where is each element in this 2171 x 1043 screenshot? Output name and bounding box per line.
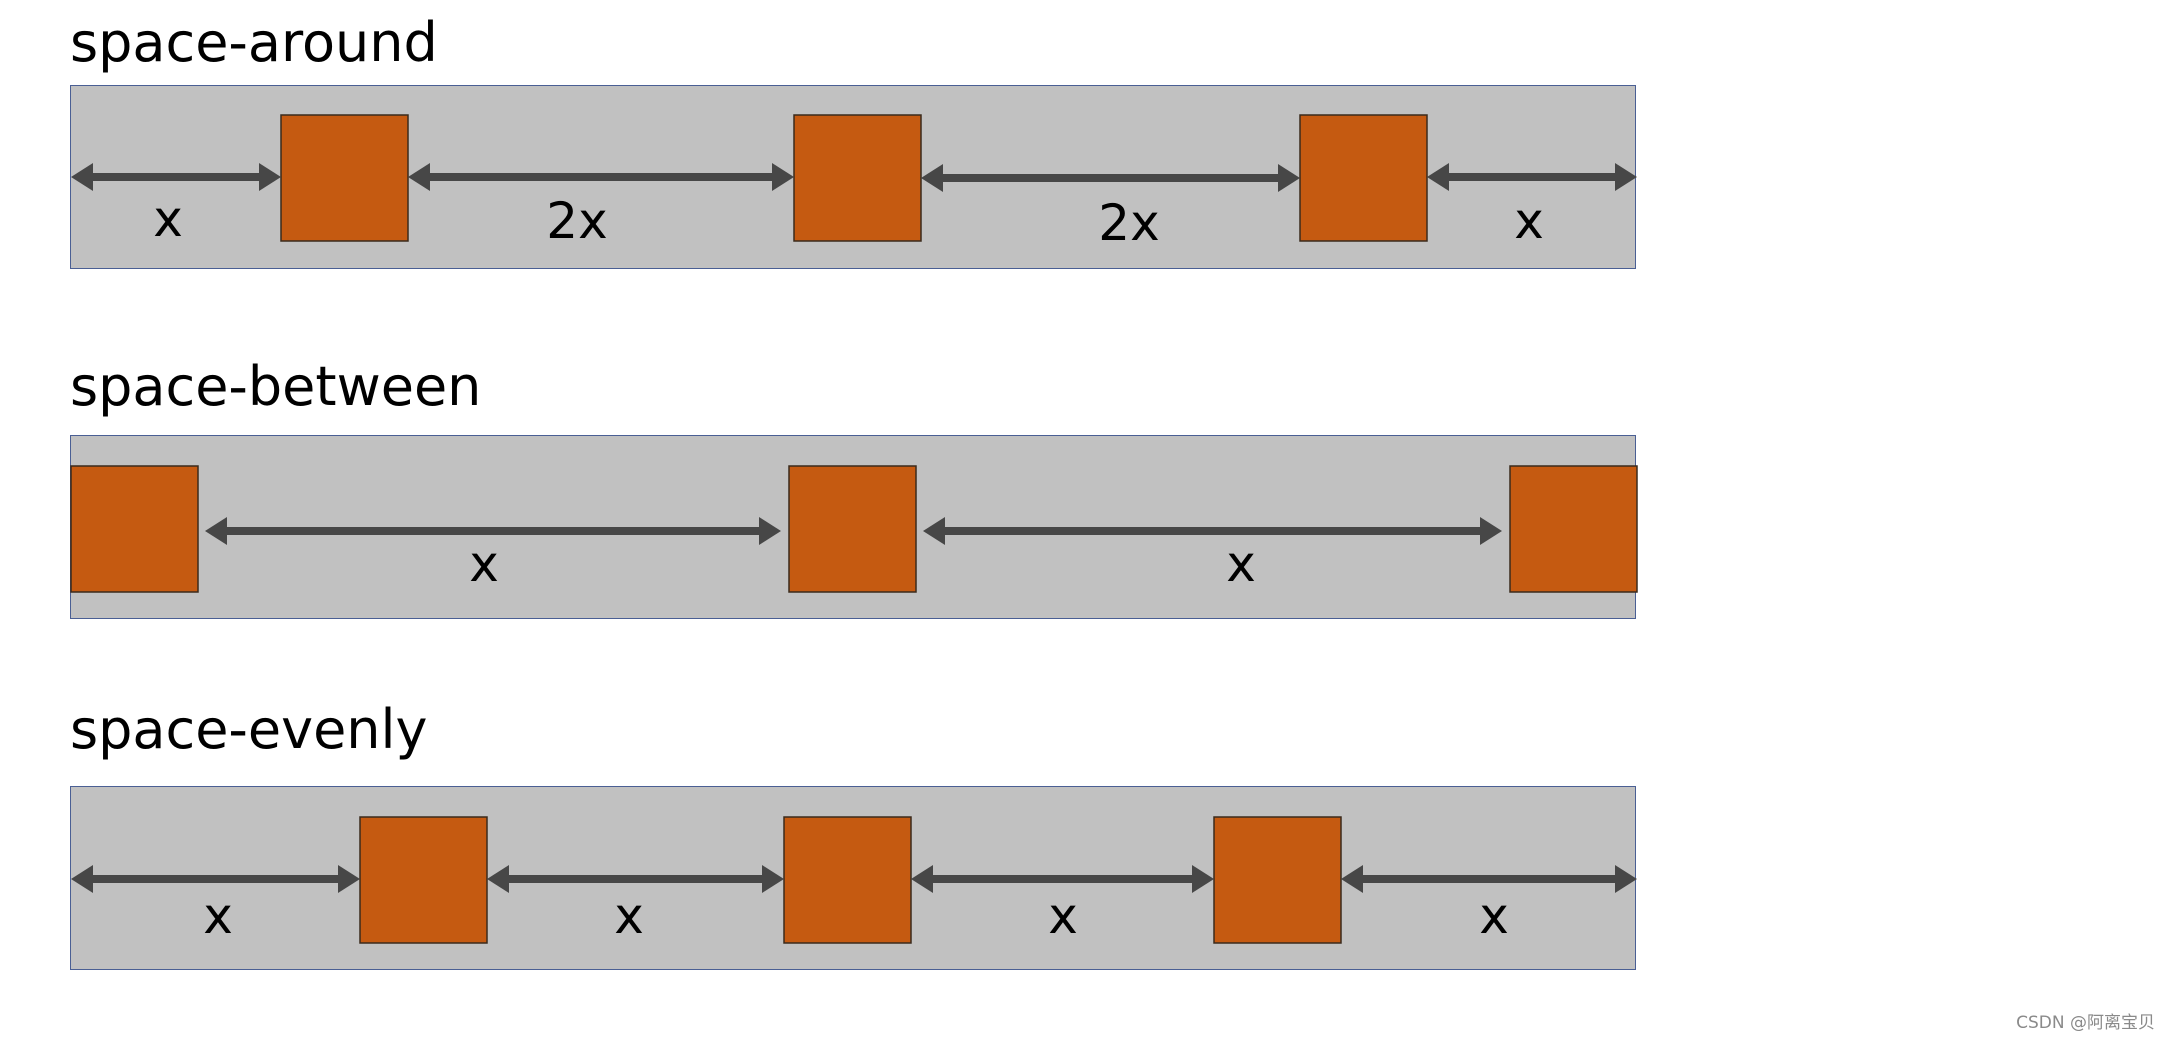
space-around-drawing: x 2x 2x x	[71, 114, 1637, 252]
gap-label: x	[153, 190, 183, 248]
gap-arrow	[911, 865, 1214, 893]
gap-label: 2x	[1098, 194, 1159, 252]
diagram-space-between: x x	[70, 435, 1638, 619]
gap-arrow	[1427, 163, 1637, 191]
space-between-drawing: x x	[70, 465, 1638, 593]
gap-label: x	[1479, 887, 1509, 945]
gap-label: x	[1226, 535, 1256, 593]
flex-item-box	[70, 465, 199, 593]
flex-item-box	[359, 816, 488, 944]
title-space-around: space-around	[70, 11, 438, 74]
gap-arrow	[408, 163, 794, 191]
gap-arrow	[1341, 865, 1637, 893]
gap-label: x	[614, 887, 644, 945]
diagram-space-around: x 2x 2x x	[70, 85, 1637, 269]
title-space-between: space-between	[70, 355, 482, 418]
space-evenly-drawing: x x x x	[71, 816, 1637, 945]
flex-item-box	[783, 816, 912, 944]
flex-item-box	[793, 114, 922, 242]
gap-arrow	[923, 517, 1502, 545]
gap-arrow	[487, 865, 784, 893]
gap-label: x	[469, 535, 499, 593]
flex-item-box	[1299, 114, 1428, 242]
flex-item-box	[280, 114, 409, 242]
gap-arrow	[71, 865, 360, 893]
gap-label: 2x	[546, 192, 607, 250]
gap-label: x	[1514, 192, 1544, 250]
gap-arrow	[71, 163, 281, 191]
gap-arrow	[205, 517, 781, 545]
flex-item-box	[1509, 465, 1638, 593]
gap-label: x	[203, 887, 233, 945]
flex-item-box	[788, 465, 917, 593]
title-space-evenly: space-evenly	[70, 698, 428, 761]
flex-item-box	[1213, 816, 1342, 944]
diagram-space-evenly: x x x x	[70, 786, 1637, 970]
gap-label: x	[1048, 887, 1078, 945]
gap-arrow	[921, 164, 1300, 192]
watermark: CSDN @阿离宝贝	[2016, 1013, 2155, 1033]
